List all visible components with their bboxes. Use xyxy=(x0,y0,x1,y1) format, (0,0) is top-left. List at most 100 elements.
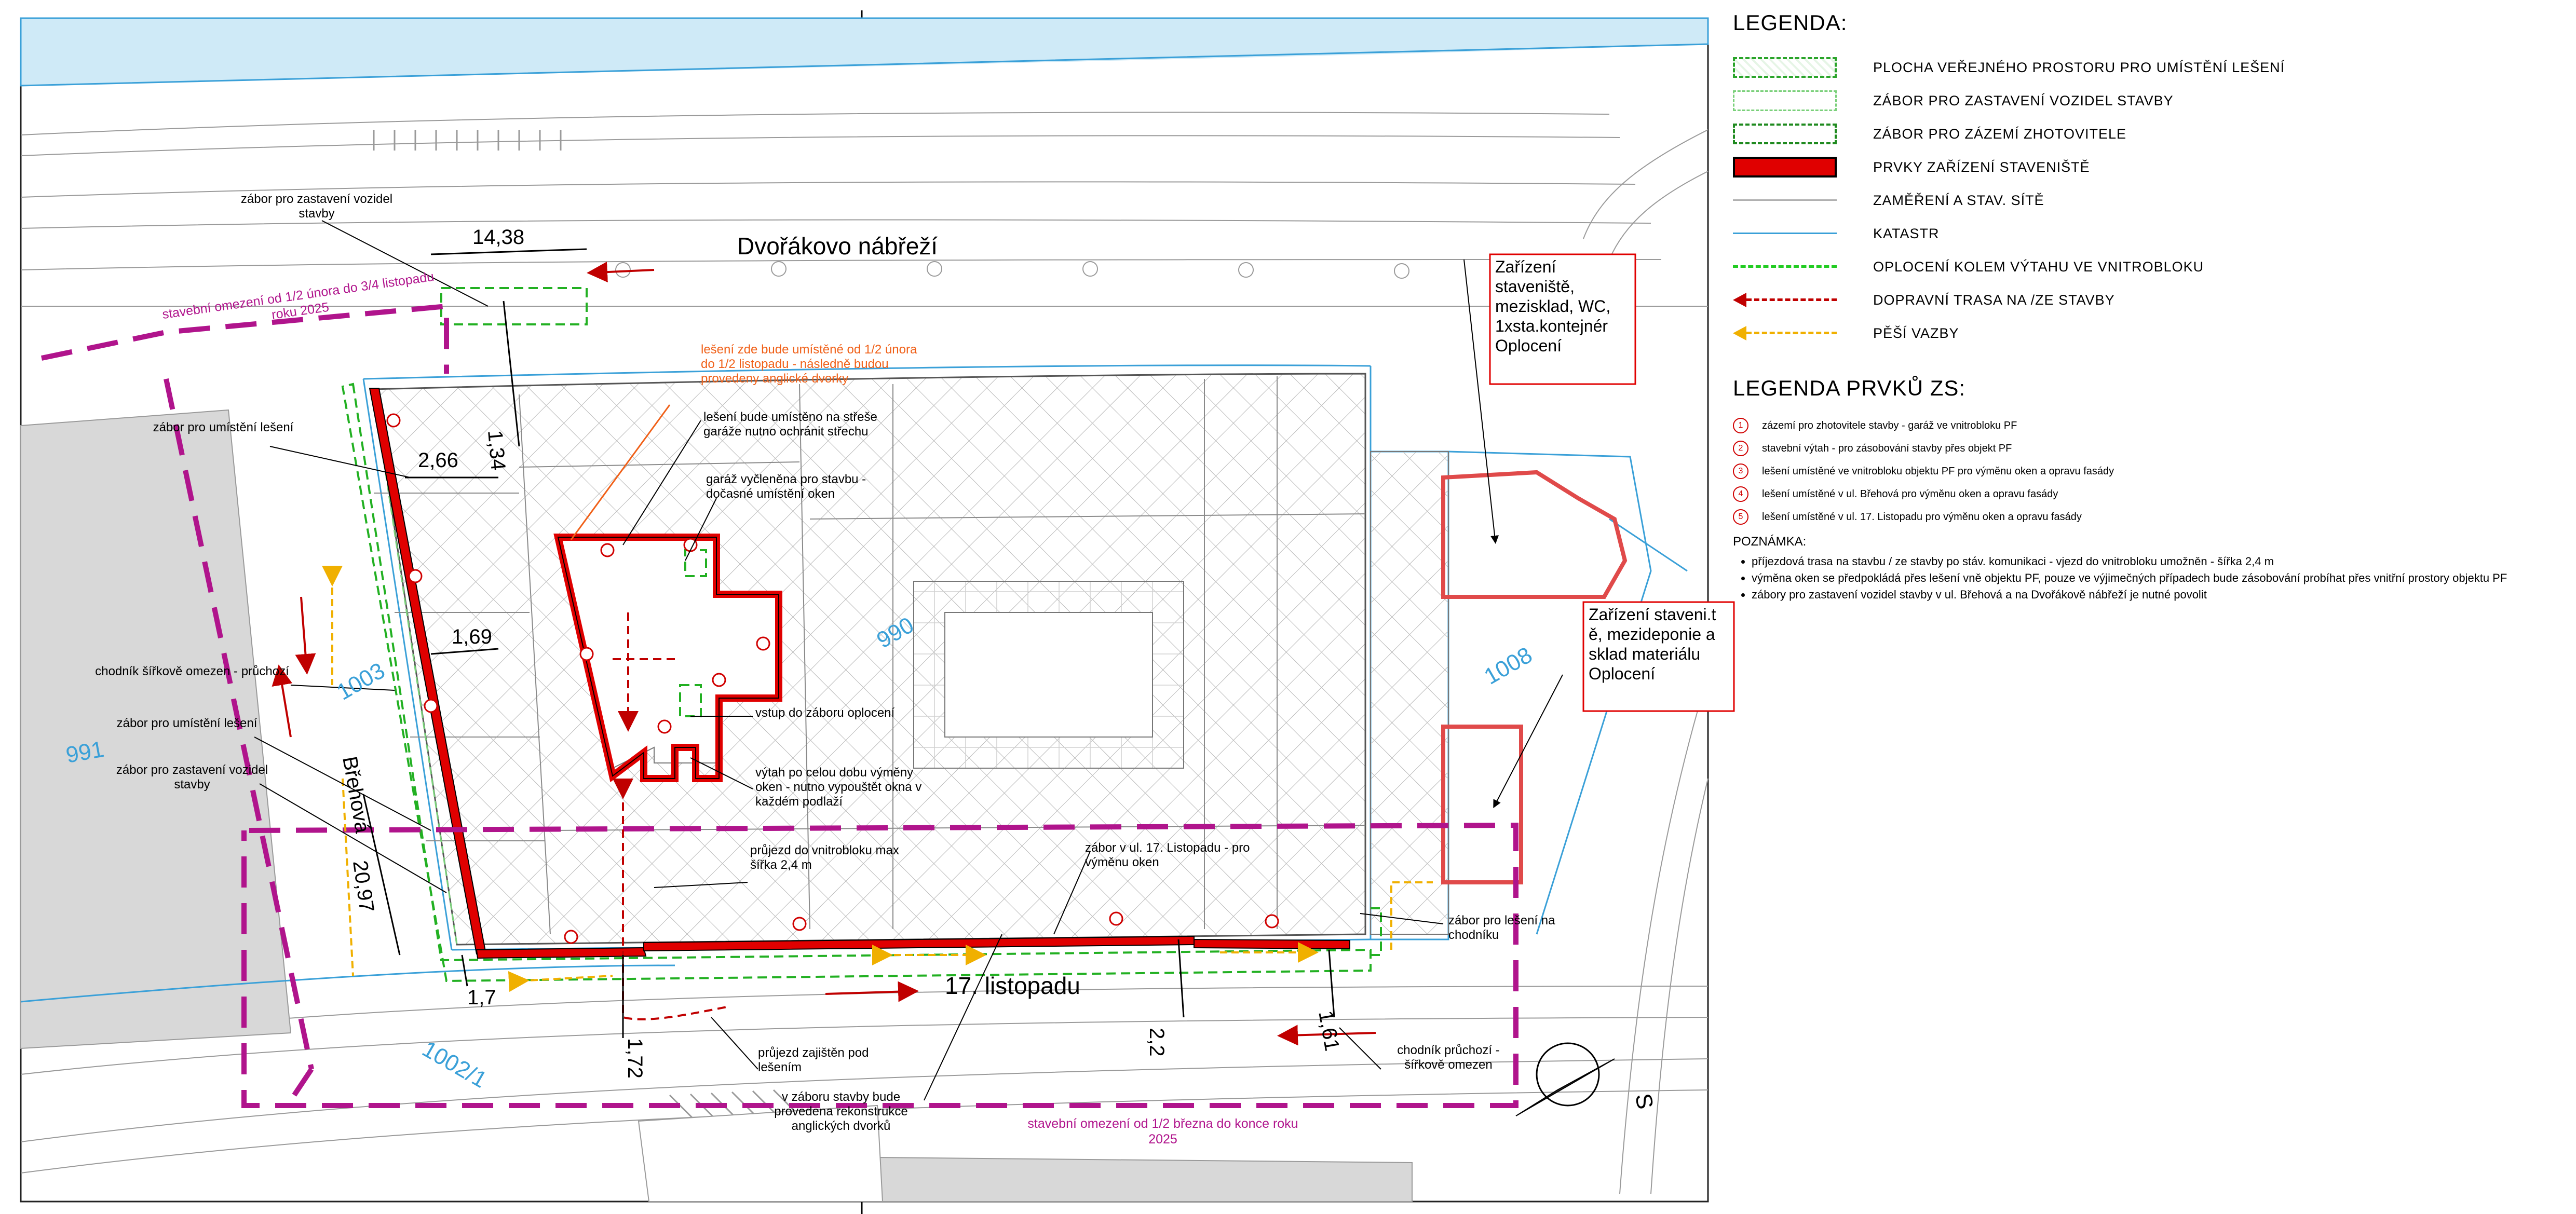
street-label-17-listopadu: 17. listopadu xyxy=(945,972,1080,999)
zs-text: lešení umístěné v ul. 17. Listopadu pro … xyxy=(1762,511,2082,523)
legend-item-pesi-vazby: PĚŠÍ VAZBY xyxy=(1733,317,2564,350)
legend-label: PLOCHA VEŘEJNÉHO PROSTORU PRO UMÍSTĚNÍ L… xyxy=(1873,59,2285,75)
note-zabor-17: zábor v ul. 17. Listopadu - pro výměnu o… xyxy=(1085,841,1250,869)
note-zabor-leseni-left: zábor pro umístění lešení xyxy=(153,420,294,434)
street-label-dvorakovo: Dvořákovo nábřeží xyxy=(737,233,938,260)
legend-label: PĚŠÍ VAZBY xyxy=(1873,325,1959,341)
legend-label: ZAMĚŘENÍ A STAV. SÍTĚ xyxy=(1873,192,2044,208)
building-bottom-left xyxy=(638,1104,884,1202)
legend-symbol-red-filled xyxy=(1733,157,1837,178)
note-leseni-orange: lešení zde bude umístěné od 1/2 února do… xyxy=(701,343,917,386)
north-arrow xyxy=(1515,1042,1615,1116)
legend-item-plocha: PLOCHA VEŘEJNÉHO PROSTORU PRO UMÍSTĚNÍ L… xyxy=(1733,51,2564,84)
legend-item-oploceni: OPLOCENÍ KOLEM VÝTAHU VE VNITROBLOKU xyxy=(1733,250,2564,283)
dim-2-2: 2,2 xyxy=(1145,1028,1168,1057)
dimension-lines xyxy=(362,248,1335,1038)
dimension-values: 14,38 1,34 2,66 1,69 20,97 1,7 1,72 2,2 … xyxy=(348,226,1344,1079)
note-zabor-leseni-chodnik: zábor pro lešení na chodníku xyxy=(1448,913,1555,942)
legend-label: DOPRAVNÍ TRASA NA /ZE STAVBY xyxy=(1873,292,2115,308)
dim-1-72: 1,72 xyxy=(623,1038,646,1079)
zs-item-3: 3 lešení umístěné ve vnitrobloku objektu … xyxy=(1733,460,2564,483)
zs1-callout-box xyxy=(1489,253,1636,385)
traffic-route xyxy=(613,612,727,1020)
legend-item-katastr: KATASTR xyxy=(1733,217,2564,250)
note-list: příjezdová trasa na stavbu / ze stavby p… xyxy=(1733,553,2564,603)
legend-symbol-yellow-arrow xyxy=(1733,323,1837,344)
note-prujezd-vnitroblok: průjezd do vnitrobloku max šířka 2,4 m xyxy=(750,843,899,872)
note-zabor-zastaveni-top: zábor pro zastavení vozidel stavby xyxy=(240,192,393,221)
legend-symbol-green-dashed-line xyxy=(1733,256,1837,277)
note-prujezd-leseni: průjezd zajištěn pod lešením xyxy=(758,1046,869,1074)
zs-areas-right xyxy=(1441,470,1628,884)
legend-item-prvky-zs: PRVKY ZAŘÍZENÍ STAVENIŠTĚ xyxy=(1733,151,2564,184)
note-anglicke-dvorky: v záboru stavby bude provedena rekonstru… xyxy=(774,1090,908,1133)
note-vytah: výtah po celou dobu výměny oken - nutno … xyxy=(755,766,922,809)
dim-14-38: 14,38 xyxy=(472,226,524,249)
legend-label: ZÁBOR PRO ZASTAVENÍ VOZIDEL STAVBY xyxy=(1873,92,2174,108)
note-vstup: vstup do záboru oplocení xyxy=(755,706,895,720)
note-chodnik-bottom: chodník průchozí - šířkově omezen xyxy=(1397,1043,1500,1072)
legend-symbol-cyan-line xyxy=(1733,223,1837,244)
legend-title: LEGENDA: xyxy=(1733,10,1848,35)
dim-1-34: 1,34 xyxy=(483,429,510,471)
legend-item-zamereni: ZAMĚŘENÍ A STAV. SÍTĚ xyxy=(1733,184,2564,217)
note-leseni-garaz: lešení bude umístěno na střeše garáže nu… xyxy=(703,410,877,439)
zs-number: 4 xyxy=(1733,486,1748,502)
zs-item-2: 2 stavební výtah - pro zásobování stavby … xyxy=(1733,437,2564,460)
dim-1-7: 1,7 xyxy=(467,986,496,1009)
leader-lines xyxy=(254,220,1563,1101)
zs-text: lešení umístěné ve vnitrobloku objektu P… xyxy=(1762,465,2114,477)
river-vltava xyxy=(20,17,1709,87)
note-zs1: Zařízení staveniště, mezisklad, WC, 1xst… xyxy=(1495,257,1611,355)
legend-item-zabor-zastaveni: ZÁBOR PRO ZASTAVENÍ VOZIDEL STAVBY xyxy=(1733,84,2564,117)
building-left-grey xyxy=(20,409,292,1049)
pedestrian-routes xyxy=(322,566,1433,992)
annex-building xyxy=(1370,451,1449,935)
legend-zs-title: LEGENDA PRVKŮ ZS: xyxy=(1733,376,1966,400)
crosswalk-top xyxy=(373,130,562,151)
building-bottom-grey xyxy=(877,1156,1413,1202)
zs-item-4: 4 lešení umístěné v ul. Břehová pro výměn… xyxy=(1733,483,2564,506)
orange-leader xyxy=(570,404,671,540)
legend-symbol-green-hatched xyxy=(1733,57,1837,78)
legend-symbol-grey-line xyxy=(1733,190,1837,211)
note-zs2: Zařízení staveni.t ě, mezideponie a skla… xyxy=(1589,605,1716,683)
note-item: příjezdová trasa na stavbu / ze stavby p… xyxy=(1752,553,2564,570)
legend-label: ZÁBOR PRO ZÁZEMÍ ZHOTOVITELE xyxy=(1873,126,2127,142)
zs2-callout-box xyxy=(1582,601,1735,712)
zs-markers xyxy=(386,413,1279,944)
legend-label: KATASTR xyxy=(1873,225,1940,241)
trees xyxy=(615,261,1409,279)
zs-number: 1 xyxy=(1733,418,1748,433)
note-zabor-leseni-left2: zábor pro umístění lešení xyxy=(116,716,257,730)
zs-number: 5 xyxy=(1733,509,1748,525)
zs-number: 2 xyxy=(1733,441,1748,456)
legend-symbol-light-green-dashed xyxy=(1733,90,1837,111)
road-right xyxy=(1583,129,1709,1194)
note-stavebni-bottom: stavební omezení od 1/2 března do konce … xyxy=(1027,1116,1298,1147)
red-scaffold xyxy=(369,388,1350,959)
legend-item-dopravni-trasa: DOPRAVNÍ TRASA NA /ZE STAVBY xyxy=(1733,283,2564,317)
legend-item-zabor-zazemi: ZÁBOR PRO ZÁZEMÍ ZHOTOVITELE xyxy=(1733,117,2564,151)
stavebni-omezeni xyxy=(40,303,1519,1108)
note-chodnik-left: chodník šířkově omezen - průchozí xyxy=(95,664,289,678)
dim-1-69: 1,69 xyxy=(452,625,492,648)
legend-label: PRVKY ZAŘÍZENÍ STAVENIŠTĚ xyxy=(1873,159,2090,175)
note-zabor-zastaveni-left: zábor pro zastavení vozidel stavby xyxy=(116,763,268,792)
legend-symbol-dark-green-dashed xyxy=(1733,124,1837,144)
zs-text: lešení umístěné v ul. Břehová pro výměnu… xyxy=(1762,488,2058,500)
zs-text: stavební výtah - pro zásobování stavby p… xyxy=(1762,442,2012,454)
zs-item-5: 5 lešení umístěné v ul. 17. Listopadu pro… xyxy=(1733,506,2564,528)
traffic-arrows-solid xyxy=(272,262,1376,1046)
legend-panel: LEGENDA: PLOCHA VEŘEJNÉHO PROSTORU PRO U… xyxy=(1733,10,2564,603)
legend-label: OPLOCENÍ KOLEM VÝTAHU VE VNITROBLOKU xyxy=(1873,258,2204,275)
note-garaz: garáž vyčleněna pro stavbu - dočasné umí… xyxy=(706,472,866,501)
note-item: zábory pro zastavení vozidel stavby v ul… xyxy=(1752,586,2564,603)
note-item: výměna oken se předpokládá přes lešení v… xyxy=(1752,570,2564,586)
dim-2-66: 2,66 xyxy=(418,449,458,472)
legend-symbol-red-arrow xyxy=(1733,290,1837,310)
note-title: POZNÁMKA: xyxy=(1733,535,1807,549)
zs-number: 3 xyxy=(1733,463,1748,479)
